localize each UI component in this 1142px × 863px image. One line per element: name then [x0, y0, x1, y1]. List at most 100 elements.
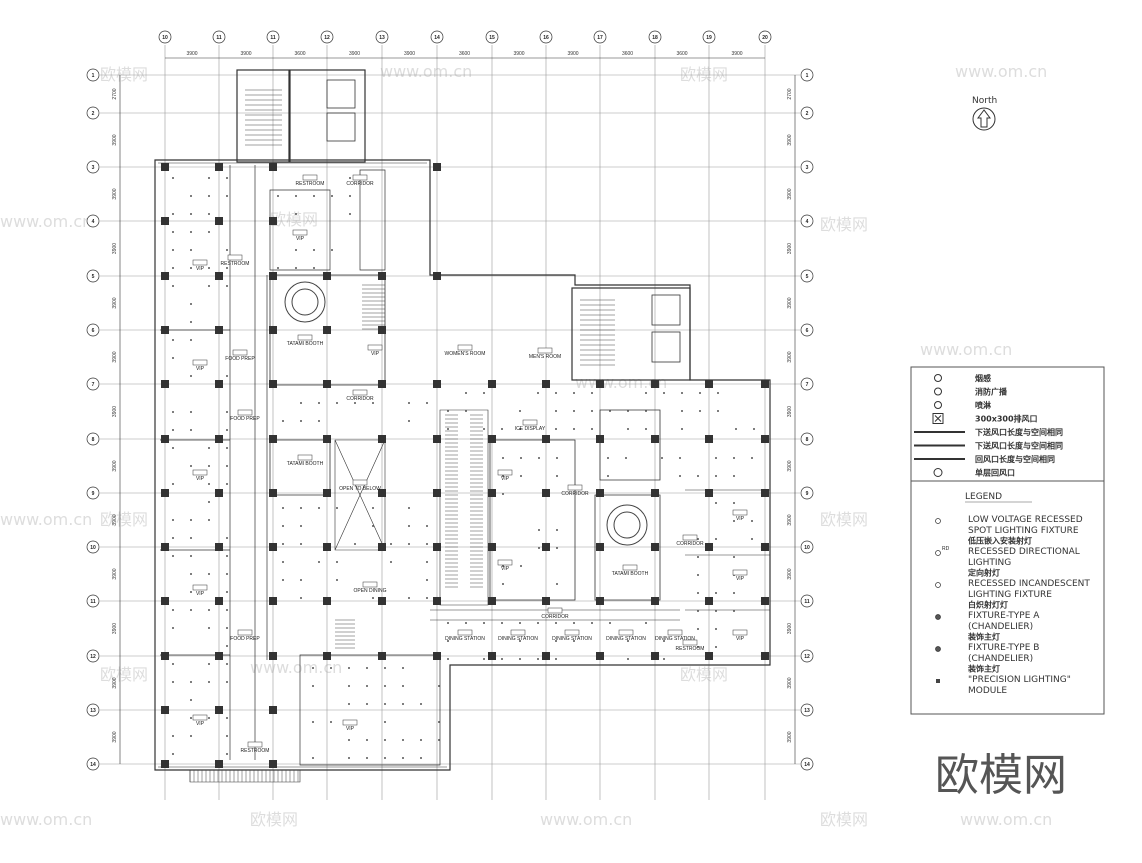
room-label: VIP — [732, 509, 748, 522]
column — [215, 489, 223, 497]
room-name: VIP — [196, 721, 205, 727]
spot-light-icon — [226, 735, 228, 737]
legend-symbol-label: 下送风口长度与空间相同 — [975, 441, 1063, 451]
column — [269, 652, 277, 660]
spot-light-icon — [538, 547, 540, 549]
spot-light-icon — [573, 428, 575, 430]
column-label: 14 — [434, 35, 440, 41]
watermark-logo: 欧模网 — [270, 210, 318, 229]
spot-light-icon — [502, 583, 504, 585]
room-number-tag — [732, 509, 748, 516]
spot-light-icon — [502, 565, 504, 567]
room-label: RESTROOM — [221, 254, 249, 267]
column — [215, 760, 223, 768]
column — [378, 272, 386, 280]
spot-light-icon — [555, 622, 557, 624]
spot-light-icon — [366, 739, 368, 741]
spot-light-icon — [226, 285, 228, 287]
spot-light-icon — [226, 555, 228, 557]
room-number-tag — [618, 629, 634, 636]
room-label: VIP — [192, 259, 208, 272]
spot-light-icon — [312, 667, 314, 669]
column-label: 10 — [162, 35, 168, 41]
column-label: 20 — [762, 35, 768, 41]
legend-item-text: RECESSED DIRECTIONAL — [968, 547, 1080, 557]
spot-light-icon — [625, 457, 627, 459]
room-label: MEN'S ROOM — [529, 347, 561, 360]
spot-light-icon — [190, 699, 192, 701]
room-label: TATAMI BOOTH — [612, 564, 649, 577]
column — [433, 272, 441, 280]
spot-light-icon — [699, 392, 701, 394]
spot-light-icon — [190, 321, 192, 323]
sprinkler-icon — [934, 401, 942, 409]
column — [705, 652, 713, 660]
spot-light-icon — [438, 685, 440, 687]
column — [161, 760, 169, 768]
spot-light-icon — [384, 721, 386, 723]
spot-light-icon — [312, 685, 314, 687]
legend-item-text: (CHANDELIER) — [968, 654, 1033, 664]
room-name: DINING STATION — [606, 636, 646, 642]
room-label: VIP — [732, 569, 748, 582]
row-dimension: 3900 — [787, 568, 793, 579]
room-label: OPEN TO BELOW — [339, 479, 381, 492]
spot-light-icon — [715, 592, 717, 594]
row-label: 5 — [92, 274, 95, 280]
spot-light-icon — [226, 429, 228, 431]
room-name: RESTROOM — [296, 181, 325, 187]
column — [378, 435, 386, 443]
column-dimension: 3900 — [240, 51, 251, 57]
spot-light-icon — [573, 640, 575, 642]
row-bubble — [86, 432, 100, 446]
spot-light-icon — [172, 735, 174, 737]
column — [542, 597, 550, 605]
spot-light-icon — [226, 753, 228, 755]
room-name: VIP — [196, 476, 205, 482]
row-bubble — [800, 757, 814, 771]
row-dimension: 3900 — [787, 514, 793, 525]
room-label: DINING STATION — [445, 629, 485, 642]
column — [761, 597, 769, 605]
legend-symbol-label: 烟感 — [975, 373, 991, 383]
column-label: 13 — [379, 35, 385, 41]
room-name: ICE DISPLAY — [515, 426, 546, 432]
column — [161, 163, 169, 171]
column — [433, 652, 441, 660]
room-name: RESTROOM — [676, 646, 705, 652]
row-dimension: 3900 — [787, 351, 793, 362]
spot-light-icon — [402, 757, 404, 759]
fire-broadcast-icon — [934, 387, 942, 396]
row-label: 10 — [90, 545, 96, 551]
legend-item-text: SPOT LIGHTING FIXTURE — [968, 526, 1079, 536]
spot-light-icon — [384, 685, 386, 687]
column — [269, 706, 277, 714]
column-dimension: 3600 — [676, 51, 687, 57]
room-number-tag — [352, 174, 368, 181]
row-label: 14 — [804, 762, 810, 768]
row-bubble — [86, 540, 100, 554]
spot-light-icon — [331, 249, 333, 251]
column — [161, 489, 169, 497]
column-bubble — [375, 30, 389, 44]
room-number-tag — [362, 581, 378, 588]
room-number-tag — [682, 534, 698, 541]
room-number-tag — [497, 559, 513, 566]
row-label: 1 — [92, 73, 95, 79]
legend-symbol-label: 消防广播 — [975, 387, 1008, 397]
room-number-tag — [227, 254, 243, 261]
column — [488, 380, 496, 388]
column — [596, 652, 604, 660]
spot-light-icon — [627, 640, 629, 642]
spot-light-icon — [282, 525, 284, 527]
column — [161, 652, 169, 660]
spot-light-icon — [699, 410, 701, 412]
row-label: 7 — [92, 382, 95, 388]
row-dimension: 3900 — [787, 406, 793, 417]
spot-light-icon — [354, 543, 356, 545]
watermark-logo: 欧模网 — [100, 65, 148, 84]
row-label: 5 — [806, 274, 809, 280]
spot-light-icon — [226, 177, 228, 179]
spot-light-icon — [555, 392, 557, 394]
